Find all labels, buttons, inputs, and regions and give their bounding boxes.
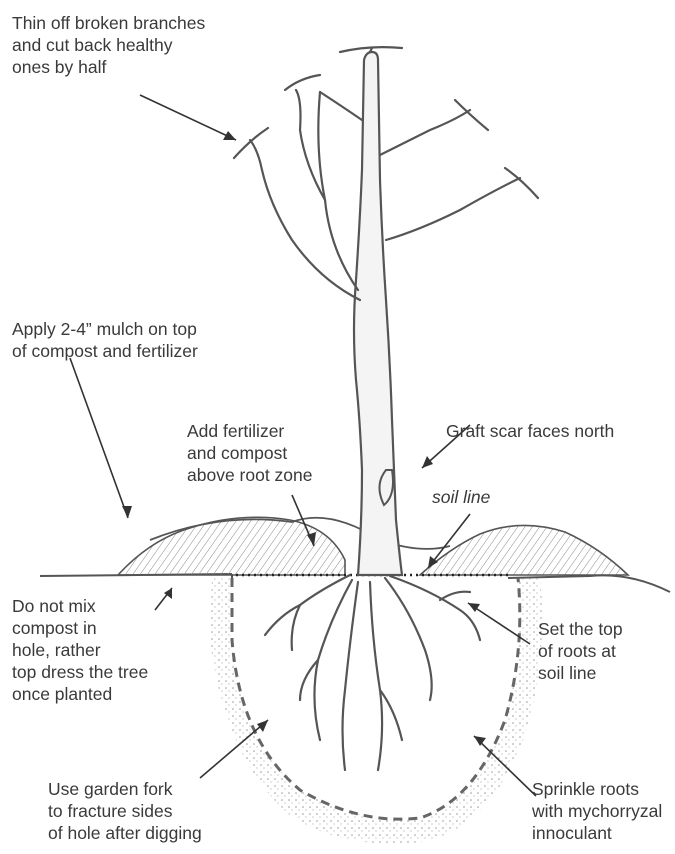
label-prune-line-2: and cut back healthy <box>12 34 205 56</box>
label-fertilizer-line-3: above root zone <box>187 464 313 486</box>
label-prune-line-1: Thin off broken branches <box>12 12 205 34</box>
label-sprinkle-line-2: with mychorryzal <box>532 800 662 822</box>
label-soil-line: soil line <box>432 486 490 508</box>
label-soil-line-text: soil line <box>432 486 490 508</box>
pruning-cuts <box>234 47 538 198</box>
label-sprinkle-line-3: innoculant <box>532 822 662 844</box>
label-roots-line-2: of roots at <box>538 640 623 662</box>
label-compost-hole: Do not mix compost in hole, rather top d… <box>12 595 148 705</box>
label-roots-line-3: soil line <box>538 662 623 684</box>
label-prune-line-3: ones by half <box>12 56 205 78</box>
label-fork-line-3: of hole after digging <box>48 822 202 844</box>
label-sprinkle-line-1: Sprinkle roots <box>532 778 662 800</box>
hole-texture <box>210 578 542 843</box>
label-compost-line-5: once planted <box>12 683 148 705</box>
label-graft-line-1: Graft scar faces north <box>446 420 614 442</box>
label-compost-line-3: hole, rather <box>12 639 148 661</box>
label-compost-line-4: top dress the tree <box>12 661 148 683</box>
label-compost-line-1: Do not mix <box>12 595 148 617</box>
label-mulch-line-1: Apply 2-4” mulch on top <box>12 318 198 340</box>
label-garden-fork: Use garden fork to fracture sides of hol… <box>48 778 202 844</box>
label-fertilizer-line-2: and compost <box>187 442 313 464</box>
label-graft-scar: Graft scar faces north <box>446 420 614 442</box>
label-mulch: Apply 2-4” mulch on top of compost and f… <box>12 318 198 362</box>
label-roots-line-1: Set the top <box>538 618 623 640</box>
trunk <box>354 52 402 575</box>
label-roots-top: Set the top of roots at soil line <box>538 618 623 684</box>
label-fork-line-2: to fracture sides <box>48 800 202 822</box>
label-fork-line-1: Use garden fork <box>48 778 202 800</box>
roots <box>265 575 480 770</box>
mulch-mound-left <box>118 517 345 575</box>
label-compost-line-2: compost in <box>12 617 148 639</box>
ground-surface <box>40 574 670 592</box>
label-mulch-line-2: of compost and fertilizer <box>12 340 198 362</box>
label-prune-branches: Thin off broken branches and cut back he… <box>12 12 205 78</box>
label-fertilizer: Add fertilizer and compost above root zo… <box>187 420 313 486</box>
mulch-mound-right <box>420 525 628 575</box>
label-fertilizer-line-1: Add fertilizer <box>187 420 313 442</box>
label-sprinkle-roots: Sprinkle roots with mychorryzal innocula… <box>532 778 662 844</box>
